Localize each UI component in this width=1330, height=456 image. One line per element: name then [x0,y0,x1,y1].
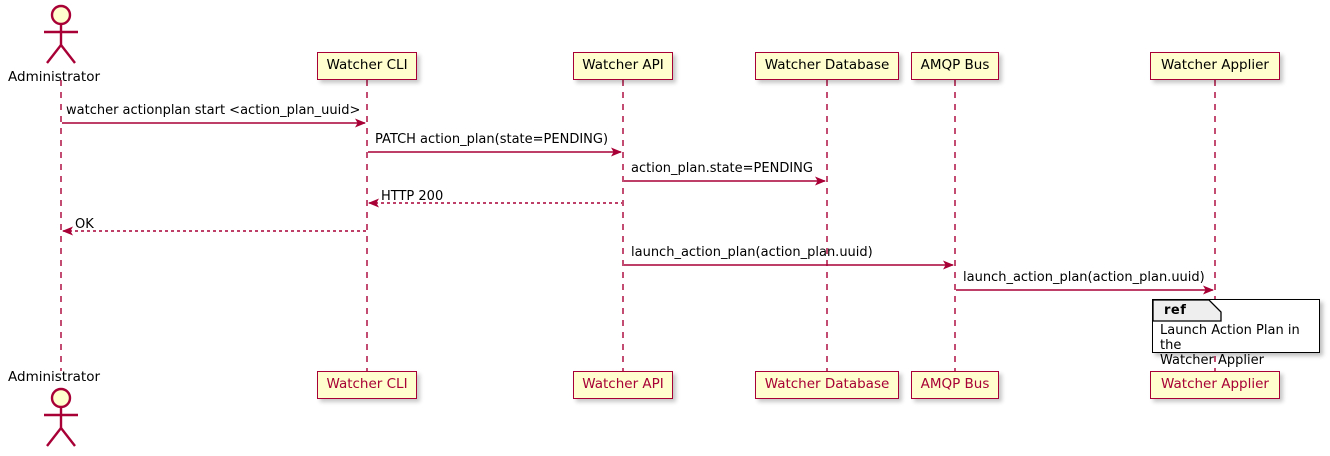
participant-box-amqp-bus-bottom[interactable]: AMQP Bus [911,371,999,399]
message-label-2: PATCH action_plan(state=PENDING) [375,132,609,147]
participant-box-watcher-cli-bottom[interactable]: Watcher CLI [317,371,417,399]
message-label-1: watcher actionplan start <action_plan_uu… [66,103,361,118]
actor-administrator-bottom [44,387,78,447]
participant-label: AMQP Bus [920,57,990,74]
message-label-7: launch_action_plan(action_plan.uuid) [963,270,1205,285]
actor-administrator-top [44,4,78,64]
participant-label: Watcher Database [764,376,890,393]
actor-label-administrator-top: Administrator [8,69,101,85]
participant-box-watcher-applier-top[interactable]: Watcher Applier [1150,52,1280,80]
message-label-3: action_plan.state=PENDING [631,161,813,176]
ref-tab-label: ref [1164,303,1187,318]
participant-box-amqp-bus-top[interactable]: AMQP Bus [911,52,999,80]
participant-box-watcher-database-top[interactable]: Watcher Database [755,52,899,80]
participant-box-watcher-cli-top[interactable]: Watcher CLI [317,52,417,80]
message-label-6: launch_action_plan(action_plan.uuid) [631,245,873,260]
participant-box-watcher-api-top[interactable]: Watcher API [573,52,673,80]
ref-body-text: Launch Action Plan in the Watcher Applie… [1160,323,1300,368]
participant-label: Watcher Applier [1161,376,1269,393]
participant-label: Watcher API [582,57,664,74]
participant-label: Watcher CLI [326,376,408,393]
ref-fragment: ref Launch Action Plan in the Watcher Ap… [1152,299,1320,368]
actor-label-administrator-bottom: Administrator [8,369,101,385]
participant-label: Watcher CLI [326,57,408,74]
ref-tab-shape [1152,299,1222,322]
participant-label: Watcher Applier [1161,57,1269,74]
lifelines [60,80,1216,371]
participant-box-watcher-applier-bottom[interactable]: Watcher Applier [1150,371,1280,399]
message-label-4: HTTP 200 [381,189,444,204]
participant-label: Watcher API [582,376,664,393]
participant-label: AMQP Bus [920,376,990,393]
participant-box-watcher-database-bottom[interactable]: Watcher Database [755,371,899,399]
participant-label: Watcher Database [764,57,890,74]
message-label-5: OK [75,217,94,232]
participant-box-watcher-api-bottom[interactable]: Watcher API [573,371,673,399]
message-arrows [62,118,1214,295]
